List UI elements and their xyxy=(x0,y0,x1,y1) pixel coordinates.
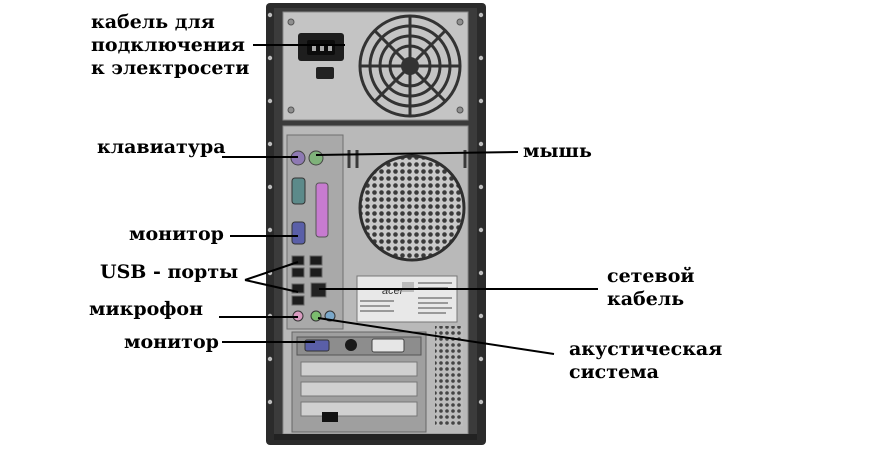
label-power-cable-line1: кабель для xyxy=(91,11,215,33)
vga-port xyxy=(291,221,306,245)
side-vent xyxy=(435,326,463,426)
label-power-cable-line3: к электросети xyxy=(91,57,250,79)
slot-covers xyxy=(300,361,418,417)
label-mouse: мышь xyxy=(523,140,592,162)
keyboard-port xyxy=(290,150,306,166)
label-network-line1: сетевой xyxy=(607,265,695,287)
vga-port-card xyxy=(304,339,330,352)
label-keyboard: клавиатура xyxy=(97,136,226,158)
label-network-line2: кабель xyxy=(607,288,685,310)
serial-port xyxy=(291,177,306,205)
label-monitor-top: монитор xyxy=(129,223,224,245)
psu-switch xyxy=(316,67,334,79)
label-network: сетевой кабель xyxy=(607,265,695,311)
parallel-port xyxy=(315,182,329,238)
case-lock-slot xyxy=(322,412,338,422)
ethernet-port xyxy=(310,282,327,298)
case-base xyxy=(274,434,477,440)
microphone-jack xyxy=(292,310,304,322)
svideo-port xyxy=(345,339,357,351)
label-power-cable: кабель для подключения к электросети xyxy=(91,11,249,80)
label-power-cable-line2: подключения xyxy=(91,34,245,56)
label-speakers: акустическая система xyxy=(569,338,722,384)
case-fan-grill xyxy=(358,154,466,262)
dvi-port xyxy=(371,338,405,353)
acer-logo: acer xyxy=(382,285,405,297)
mouse-port xyxy=(308,150,324,166)
label-speakers-line2: система xyxy=(569,361,659,383)
psu-screws xyxy=(287,18,464,114)
speaker-jack xyxy=(310,310,322,322)
label-speakers-line1: акустическая xyxy=(569,338,723,360)
label-monitor-bottom: монитор xyxy=(124,331,219,353)
line-in-jack xyxy=(324,310,336,322)
label-microphone: микрофон xyxy=(89,298,203,320)
label-usb: USB - порты xyxy=(100,261,239,283)
